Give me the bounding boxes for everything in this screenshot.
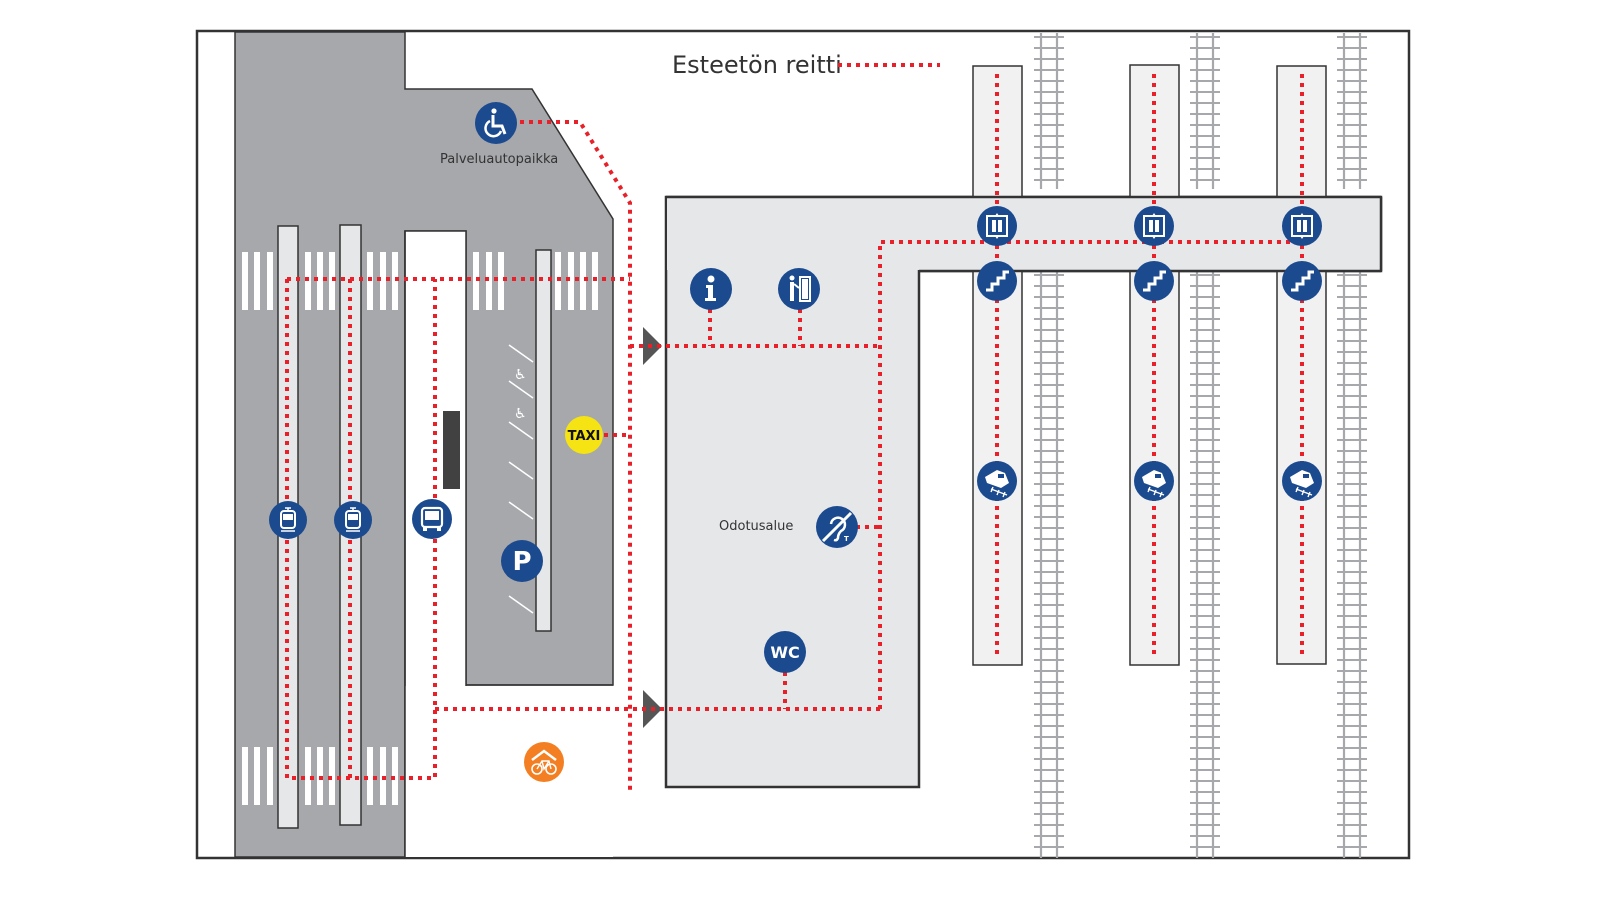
parking-stall-line — [508, 380, 534, 399]
waiting-area-label: Odotusalue — [719, 519, 793, 534]
train-icon — [1282, 461, 1322, 501]
parking-stall-line — [508, 461, 534, 480]
railway-track — [1337, 33, 1367, 858]
parking-island — [535, 249, 552, 632]
bus-icon — [412, 499, 452, 539]
tram-icon — [269, 501, 307, 539]
parking-icon: P — [501, 540, 543, 582]
bus-shelter — [443, 411, 460, 489]
crosswalk-stripe — [317, 252, 323, 310]
parking-stall-line — [508, 501, 534, 520]
crosswalk-stripe — [380, 252, 386, 310]
stairs-icon — [977, 261, 1017, 301]
crosswalk-stripe — [242, 252, 248, 310]
entrance-arrow-upper — [643, 327, 662, 365]
crosswalk-stripe — [242, 747, 248, 805]
crosswalk-stripe — [498, 252, 504, 310]
crosswalk-stripe — [267, 747, 273, 805]
railway-track — [1190, 33, 1220, 858]
elevator-icon — [1282, 206, 1322, 246]
tram-icon — [334, 501, 372, 539]
parking-stall-line — [508, 421, 534, 440]
parking-stall-line — [508, 344, 534, 363]
crosswalk-stripe — [367, 747, 373, 805]
hearing-loop-icon: T — [816, 506, 858, 548]
railway-track — [1034, 33, 1064, 858]
platform-icons — [977, 206, 1322, 501]
wc-label: WC — [770, 643, 799, 662]
wheelchair-parking-icon — [475, 102, 517, 144]
railway-tracks — [1034, 33, 1367, 858]
accessible-parking-label: Palveluautopaikka — [440, 152, 558, 167]
crosswalk-stripe — [580, 252, 586, 310]
legend: Esteetön reitti — [672, 51, 940, 79]
crosswalk-stripe — [254, 747, 260, 805]
parking-stall-line — [508, 595, 534, 614]
crosswalk-stripe — [568, 252, 574, 310]
stairs-icon — [1134, 261, 1174, 301]
svg-text:T: T — [844, 535, 849, 543]
ticket-machine-icon — [778, 268, 820, 310]
legend-label: Esteetön reitti — [672, 51, 842, 79]
crosswalk-stripe — [254, 252, 260, 310]
wc-icon: WC — [764, 631, 806, 673]
taxi-icon: TAXI — [565, 416, 603, 454]
train-icon — [977, 461, 1017, 501]
taxi-label: TAXI — [568, 429, 601, 444]
bike-shelter-icon — [524, 742, 564, 782]
accessible-stall-marker: ♿ — [514, 367, 527, 383]
stairs-icon — [1282, 261, 1322, 301]
accessible-stall-marker: ♿ — [514, 406, 527, 422]
train-icon — [1134, 461, 1174, 501]
parking-label: P — [512, 547, 531, 577]
elevator-icon — [1134, 206, 1174, 246]
crosswalk-stripe — [267, 252, 273, 310]
crosswalk-stripe — [305, 747, 311, 805]
info-icon — [690, 268, 732, 310]
elevator-icon — [977, 206, 1017, 246]
